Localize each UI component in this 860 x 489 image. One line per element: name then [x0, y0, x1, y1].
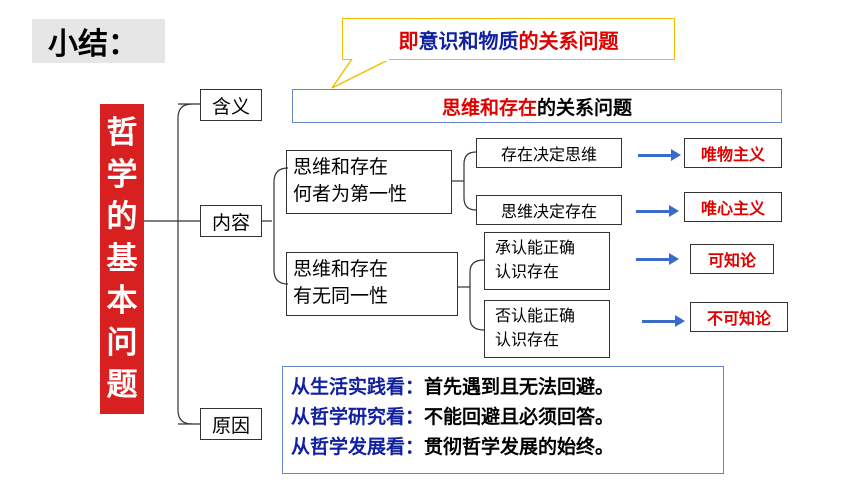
result-unknowable: 不可知论 — [690, 302, 788, 332]
arrow-icon — [636, 205, 679, 217]
result-materialism: 唯物主义 — [684, 138, 782, 168]
callout-highlight: 意识和物质 — [418, 28, 519, 53]
second-line1: 思维和存在 — [293, 258, 389, 280]
title-char: 问 — [106, 325, 138, 361]
definition-highlight: 思维和存在 — [441, 96, 537, 119]
callout-tail — [331, 58, 391, 89]
unknowable-line1: 否认能正确 — [495, 306, 576, 325]
option-unknowable-premise: 否认能正确 认识存在 — [484, 300, 610, 358]
title-char: 基 — [106, 241, 138, 277]
vertical-title: 哲 学 的 基 本 问 题 — [100, 104, 144, 414]
definition-suffix: 的关系问题 — [537, 96, 633, 119]
option-knowable-premise: 承认能正确 认识存在 — [484, 232, 610, 290]
content-first-question: 思维和存在 何者为第一性 — [286, 150, 452, 214]
unknowable-line2: 认识存在 — [495, 330, 560, 349]
reason-body: 首先遇到且无法回避。 — [424, 376, 615, 398]
reason-head: 从哲学研究看： — [291, 406, 425, 428]
first-line1: 思维和存在 — [293, 156, 389, 178]
title-char: 哲 — [106, 115, 138, 151]
callout-box: 即意识和物质的关系问题 — [342, 18, 675, 60]
callout-suffix: 的关系问题 — [518, 28, 619, 53]
content-label: 内容 — [200, 205, 262, 237]
reason-body: 不能回避且必须回答。 — [424, 406, 615, 428]
summary-label: 小结： — [32, 19, 165, 63]
knowable-line1: 承认能正确 — [495, 238, 576, 257]
result-idealism: 唯心主义 — [684, 192, 782, 222]
callout-prefix: 即 — [398, 28, 419, 53]
arrow-icon — [642, 315, 685, 327]
meaning-definition: 思维和存在的关系问题 — [292, 89, 782, 123]
reason-body: 贯彻哲学发展的始终。 — [424, 436, 615, 458]
arrow-icon — [638, 149, 681, 161]
content-second-question: 思维和存在 有无同一性 — [286, 252, 458, 316]
arrow-icon — [636, 253, 679, 265]
reason-head: 从哲学发展看： — [291, 436, 425, 458]
reason-item: 从生活实践看：首先遇到且无法回避。 — [291, 372, 723, 402]
result-knowable: 可知论 — [690, 244, 774, 274]
reason-label: 原因 — [200, 408, 262, 440]
knowable-line2: 认识存在 — [495, 262, 560, 281]
title-char: 题 — [106, 367, 138, 403]
first-line2: 何者为第一性 — [293, 183, 408, 205]
title-char: 本 — [106, 283, 138, 319]
option-materialist-premise: 存在决定思维 — [476, 138, 622, 168]
second-line2: 有无同一性 — [293, 285, 389, 307]
title-char: 学 — [106, 157, 138, 193]
option-idealist-premise: 思维决定存在 — [476, 195, 622, 225]
reason-item: 从哲学发展看：贯彻哲学发展的始终。 — [291, 432, 723, 462]
meaning-label: 含义 — [200, 89, 262, 121]
title-char: 的 — [106, 199, 138, 235]
reasons-box: 从生活实践看：首先遇到且无法回避。 从哲学研究看：不能回避且必须回答。 从哲学发… — [282, 366, 724, 474]
reason-head: 从生活实践看： — [291, 376, 425, 398]
reason-item: 从哲学研究看：不能回避且必须回答。 — [291, 402, 723, 432]
